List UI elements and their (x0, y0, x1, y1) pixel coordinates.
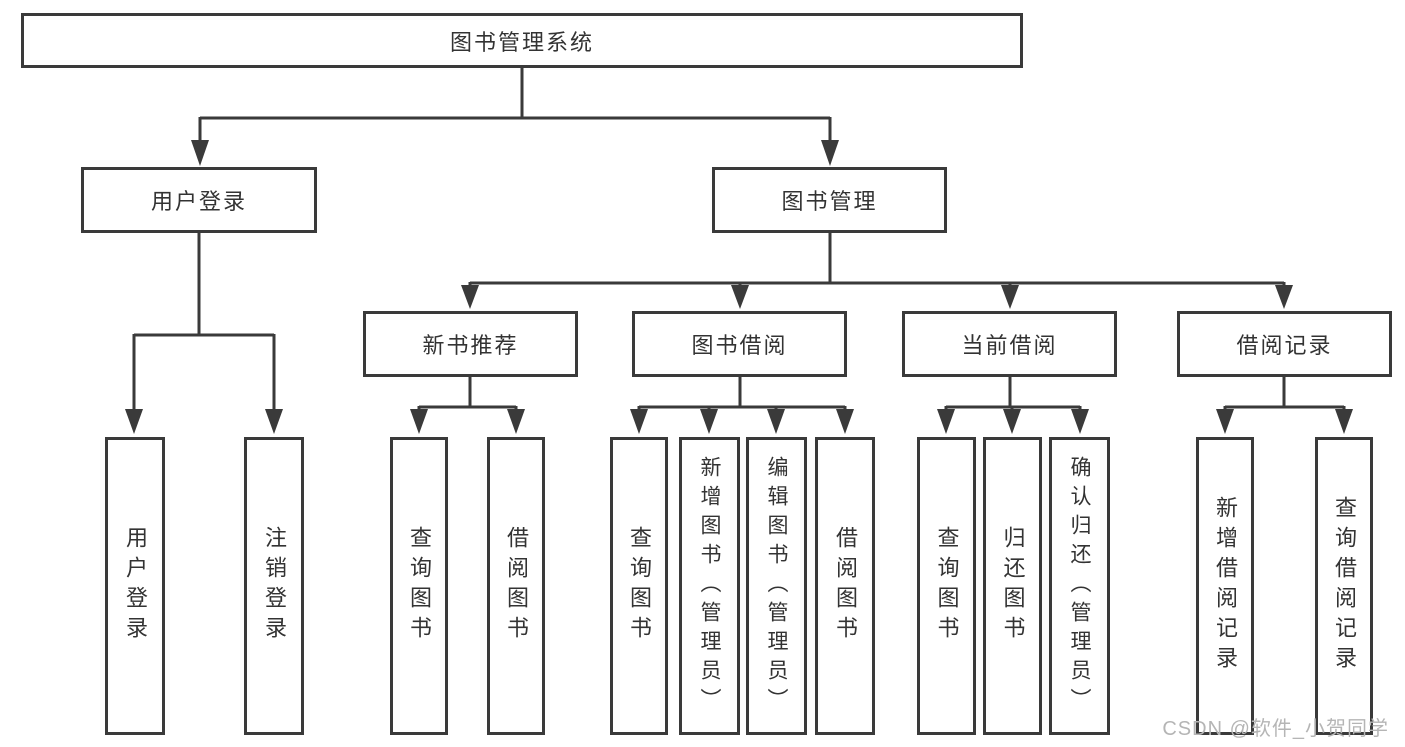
leaf-logout-label: 注销登录 (262, 526, 287, 646)
leaf-query-borrow-record-label: 查询借阅记录 (1332, 496, 1357, 676)
node-user-login: 用户登录 (81, 167, 317, 233)
node-current-borrow-label: 当前借阅 (961, 333, 1058, 358)
leaf-confirm-return-admin-label: 确认归还（管理员） (1068, 455, 1091, 717)
node-root-label: 图书管理系统 (449, 29, 594, 55)
leaf-user-login: 用户登录 (105, 437, 165, 735)
node-book-borrow-label: 图书借阅 (691, 333, 788, 358)
leaf-borrow-books-recommend: 借阅图书 (487, 437, 545, 735)
node-new-book-recommend: 新书推荐 (363, 311, 578, 377)
leaf-add-book-admin: 新增图书（管理员） (679, 437, 740, 735)
node-current-borrow: 当前借阅 (902, 311, 1117, 377)
leaf-query-books-borrow-label: 查询图书 (627, 526, 652, 646)
leaf-borrow-books-recommend-label: 借阅图书 (504, 526, 529, 646)
leaf-query-books-borrow: 查询图书 (610, 437, 668, 735)
node-borrow-records-label: 借阅记录 (1236, 333, 1333, 358)
leaf-return-books-label: 归还图书 (1000, 526, 1026, 646)
leaf-add-book-admin-label: 新增图书（管理员） (698, 455, 721, 717)
leaf-query-borrow-record: 查询借阅记录 (1315, 437, 1373, 735)
leaf-query-books-current-label: 查询图书 (934, 526, 960, 646)
leaf-user-login-label: 用户登录 (123, 526, 148, 646)
node-book-borrow: 图书借阅 (632, 311, 847, 377)
node-book-management-label: 图书管理 (781, 189, 878, 214)
node-root: 图书管理系统 (21, 13, 1023, 68)
leaf-return-books: 归还图书 (983, 437, 1042, 735)
node-user-login-label: 用户登录 (150, 189, 247, 214)
leaf-borrow-books-label: 借阅图书 (833, 526, 858, 646)
leaf-add-borrow-record-label: 新增借阅记录 (1213, 496, 1238, 676)
leaf-edit-book-admin: 编辑图书（管理员） (746, 437, 807, 735)
leaf-edit-book-admin-label: 编辑图书（管理员） (765, 455, 788, 717)
node-borrow-records: 借阅记录 (1177, 311, 1392, 377)
leaf-logout: 注销登录 (244, 437, 304, 735)
leaf-borrow-books: 借阅图书 (815, 437, 875, 735)
leaf-query-books-current: 查询图书 (917, 437, 976, 735)
leaf-query-books-recommend: 查询图书 (390, 437, 448, 735)
watermark: CSDN @软件_小贺同学 (1162, 718, 1389, 740)
leaf-query-books-recommend-label: 查询图书 (407, 526, 432, 646)
leaf-confirm-return-admin: 确认归还（管理员） (1049, 437, 1110, 735)
node-book-management: 图书管理 (712, 167, 947, 233)
node-new-book-recommend-label: 新书推荐 (422, 333, 519, 358)
leaf-add-borrow-record: 新增借阅记录 (1196, 437, 1254, 735)
